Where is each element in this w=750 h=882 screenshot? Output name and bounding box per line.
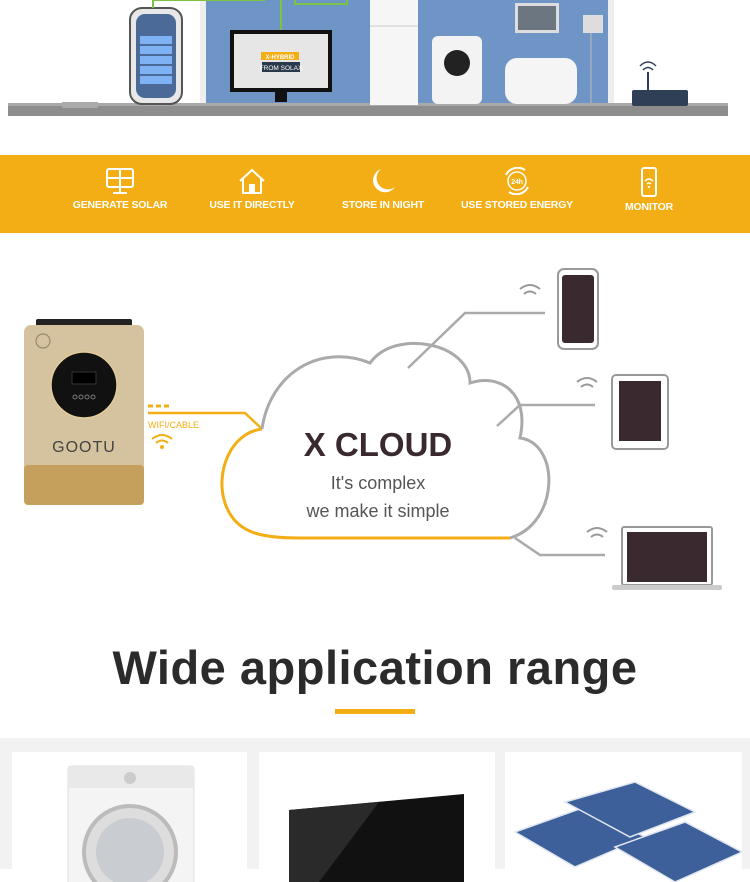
app-card-washing-machine: [12, 752, 247, 882]
solar-panel-icon: [106, 168, 134, 194]
cloud-tagline: It's complex: [331, 473, 425, 493]
cloud-diagram: GOOTU WIFI/CABLE X CLOUD It's complex we…: [0, 233, 750, 603]
feature-monitor: MONITOR: [579, 167, 719, 213]
svg-text:24h: 24h: [511, 179, 522, 186]
section-title: Wide application range: [112, 641, 638, 694]
app-card-tv: [259, 752, 495, 882]
feature-band: GENERATE SOLAR USE IT DIRECTLY STORE IN …: [0, 155, 750, 233]
phone-wifi-icon: [641, 167, 657, 197]
connection-label: WIFI/CABLE: [148, 420, 199, 430]
wifi-icon: [519, 284, 608, 538]
feature-use-directly: USE IT DIRECTLY: [182, 167, 322, 211]
inverter-image: GOOTU: [24, 319, 144, 505]
tv-text: FROM SOLAX: [260, 65, 303, 72]
feature-label: MONITOR: [625, 201, 673, 213]
feature-label: USE IT DIRECTLY: [209, 199, 295, 211]
inverter-brand: GOOTU: [52, 439, 116, 456]
feature-store-in-night: STORE IN NIGHT: [313, 167, 453, 211]
application-gallery: [0, 738, 750, 882]
feature-label: STORE IN NIGHT: [341, 199, 425, 211]
feature-generate-solar: GENERATE SOLAR: [50, 167, 190, 211]
feature-use-stored-energy: 24h USE STORED ENERGY: [447, 167, 587, 211]
moon-icon: [373, 169, 395, 193]
tv-text: X-HYBRID: [265, 55, 295, 61]
app-card-solar-panels: [505, 752, 742, 882]
cloud-tagline: we make it simple: [305, 501, 449, 521]
feature-label: USE STORED ENERGY: [461, 199, 573, 211]
cloud-title: X CLOUD: [304, 426, 453, 463]
solar-house-icon: [239, 168, 265, 194]
24h-globe-icon: 24h: [505, 167, 529, 195]
title-underline: [335, 709, 415, 714]
hero-house-illustration: X-HYBRID FROM SOLAX: [0, 0, 750, 155]
connection: WIFI/CABLE: [148, 404, 263, 449]
feature-label: GENERATE SOLAR: [72, 199, 168, 211]
cloud-diagram-graphic: GOOTU WIFI/CABLE X CLOUD It's complex we…: [24, 268, 722, 590]
